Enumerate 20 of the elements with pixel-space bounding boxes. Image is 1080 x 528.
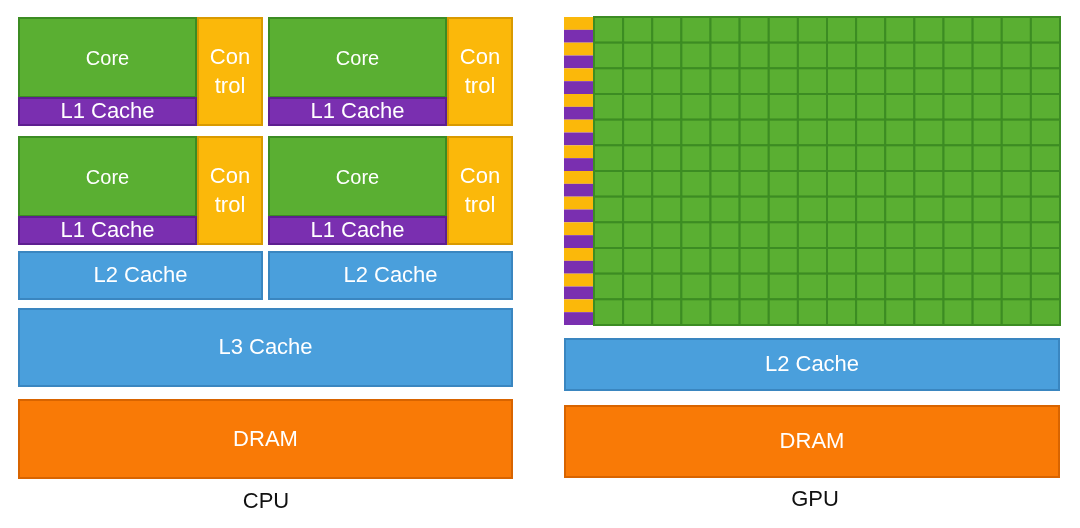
caption-text: GPU: [791, 486, 839, 512]
caption-text: CPU: [242, 488, 290, 514]
processor-core-block: Core: [268, 17, 447, 98]
control-unit-block: Con trol: [447, 17, 513, 126]
processor-core-block: Core: [18, 17, 197, 98]
memory-block: DRAM: [564, 405, 1060, 478]
cache-block: L2 Cache: [564, 338, 1060, 391]
processor-core-block: Core: [18, 136, 197, 217]
memory-block: DRAM: [18, 399, 513, 479]
control-unit-block: Con trol: [197, 17, 263, 126]
cache-bar: L1 Cache: [18, 97, 197, 126]
control-unit-block: Con trol: [197, 136, 263, 245]
cache-bar: L1 Cache: [18, 216, 197, 245]
cache-block: L3 Cache: [18, 308, 513, 387]
cache-block: L2 Cache: [18, 251, 263, 300]
cache-block: L2 Cache: [268, 251, 513, 300]
cache-bar: L1 Cache: [268, 97, 447, 126]
cache-bar: L1 Cache: [268, 216, 447, 245]
processor-core-block: Core: [268, 136, 447, 217]
control-unit-block: Con trol: [447, 136, 513, 245]
